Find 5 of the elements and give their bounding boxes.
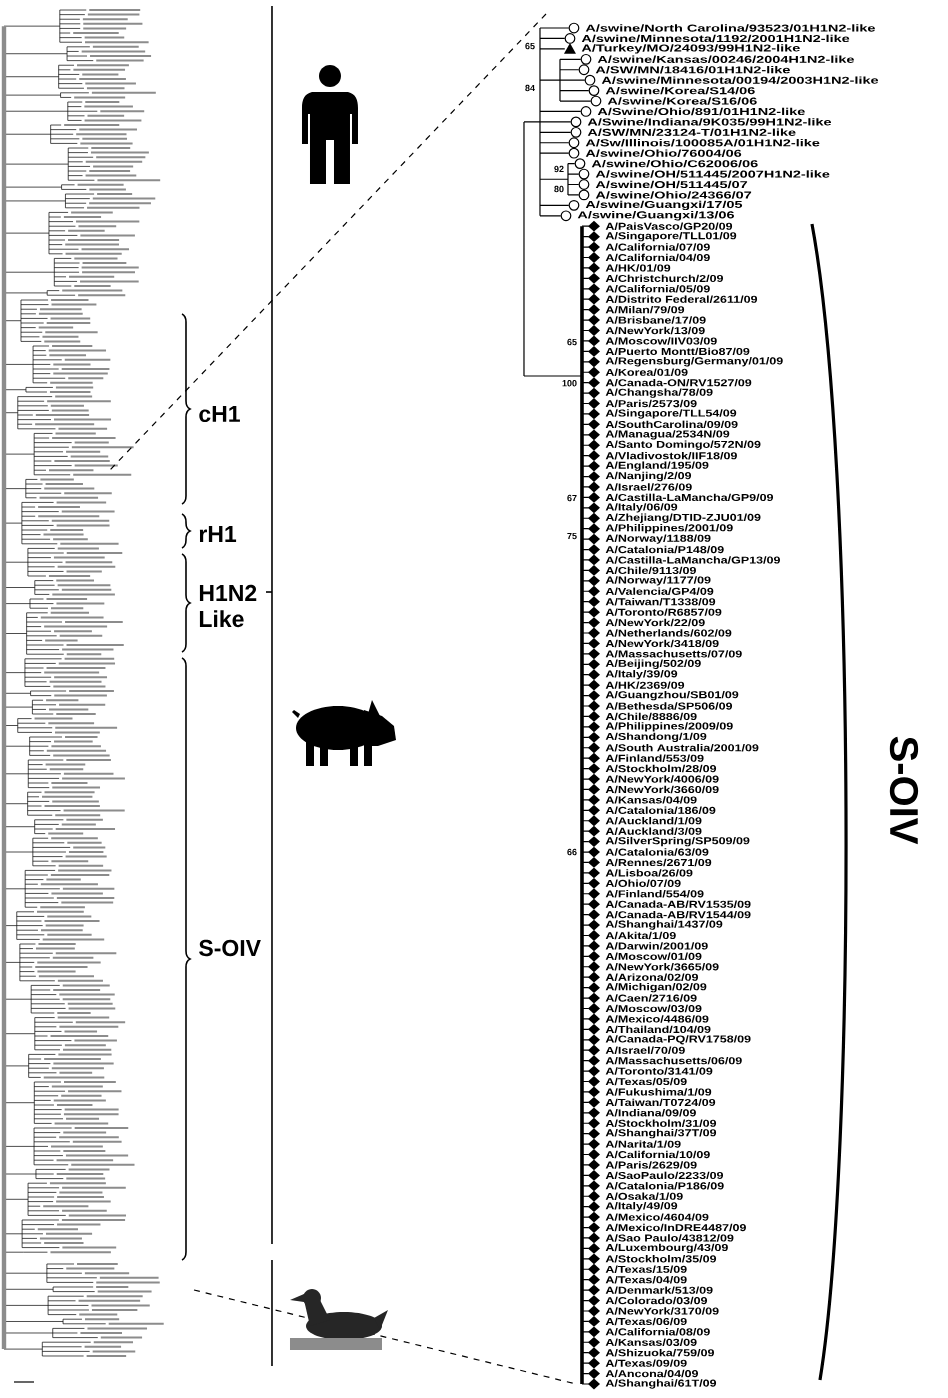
clade-label: cH1	[199, 406, 240, 423]
clade-label: S-OIV	[889, 736, 919, 845]
clade-label: H1N2 Like	[199, 584, 257, 628]
clade-label: S-OIV	[199, 939, 261, 957]
clade-label: rH1	[199, 526, 237, 542]
